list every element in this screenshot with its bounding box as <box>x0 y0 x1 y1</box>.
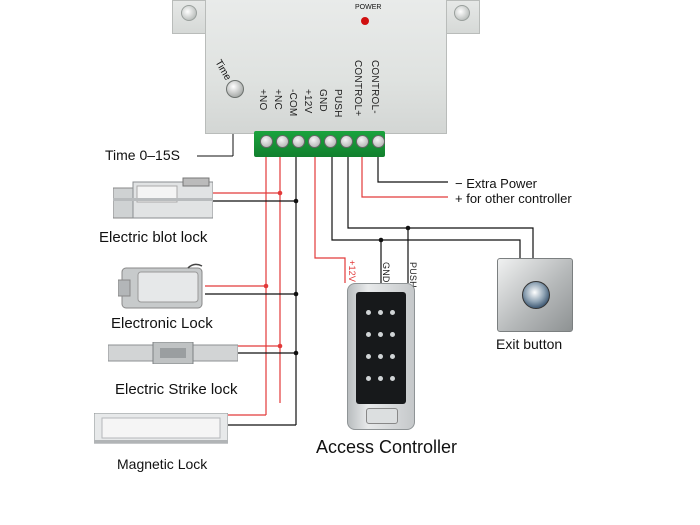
terminal-label: PUSH <box>332 89 343 118</box>
power-led <box>361 17 369 25</box>
junction-dot <box>293 291 299 297</box>
wire-label-12v: +12V <box>347 260 357 283</box>
wire-label-gnd: GND <box>381 262 391 283</box>
access-12v-wire <box>314 150 346 283</box>
electronic-lock-image <box>118 263 203 309</box>
keypad-key[interactable] <box>366 332 371 337</box>
electric-bolt-lock-image <box>113 177 213 219</box>
strike-lock-label: Electric Strike lock <box>115 381 238 398</box>
terminal-screw[interactable] <box>260 135 273 148</box>
terminal-label: CONTROL+ <box>352 60 363 117</box>
terminal-block <box>254 131 385 157</box>
junction-dot <box>293 198 299 204</box>
terminal-screw[interactable] <box>372 135 385 148</box>
mounting-hole <box>181 5 197 21</box>
terminal-screw[interactable] <box>276 135 289 148</box>
terminal-label: CONTROL- <box>369 60 380 114</box>
access-push-wire <box>347 150 409 283</box>
keypad-face <box>356 292 406 404</box>
controller-box <box>205 0 447 134</box>
electronic-lock-label: Electronic Lock <box>111 315 213 332</box>
time-range-label: Time 0–15S <box>105 147 180 163</box>
junction-dot <box>263 283 269 289</box>
terminal-label: +NO <box>257 89 268 111</box>
keypad-key[interactable] <box>378 376 383 381</box>
extra-power-negative-wire <box>377 150 448 183</box>
access-controller-label: Access Controller <box>316 437 458 457</box>
access-controller-keypad <box>347 283 415 430</box>
terminal-label: +NC <box>272 89 283 110</box>
terminal-screw[interactable] <box>324 135 337 148</box>
keypad-key[interactable] <box>366 376 371 381</box>
electric-strike-lock-image <box>108 342 238 364</box>
keypad-key[interactable] <box>390 310 395 315</box>
terminal-screw[interactable] <box>308 135 321 148</box>
extra-power-line1: − Extra Power <box>455 176 538 191</box>
bolt-lock-label: Electric blot lock <box>99 229 208 246</box>
exit-button-image <box>497 258 573 332</box>
magnetic-lock-image <box>94 413 228 444</box>
keypad-key[interactable] <box>378 354 383 359</box>
magnetic-lock-label: Magnetic Lock <box>117 456 208 472</box>
keypad-key[interactable] <box>378 332 383 337</box>
terminal-label: -COM <box>287 89 298 117</box>
extra-power-line2: + for other controller <box>455 191 572 206</box>
junction-dot <box>277 343 283 349</box>
exit-push-wire <box>408 227 534 258</box>
junction-dot <box>277 190 283 196</box>
access-gnd-wire <box>331 150 382 283</box>
keypad-key[interactable] <box>390 332 395 337</box>
exit-button-label: Exit button <box>496 336 563 352</box>
time-adjust-knob[interactable] <box>226 80 244 98</box>
keypad-key[interactable] <box>366 310 371 315</box>
terminal-screw[interactable] <box>292 135 305 148</box>
terminal-screw[interactable] <box>356 135 369 148</box>
terminal-screw[interactable] <box>340 135 353 148</box>
junction-dot <box>293 350 299 356</box>
keypad-card-reader <box>366 408 398 424</box>
keypad-key[interactable] <box>390 376 395 381</box>
terminal-label: +12V <box>302 89 313 114</box>
exit-gnd-wire <box>381 239 521 258</box>
keypad-key[interactable] <box>378 310 383 315</box>
mounting-hole <box>454 5 470 21</box>
keypad-key[interactable] <box>390 354 395 359</box>
exit-button-knob[interactable] <box>522 281 550 309</box>
power-label: POWER <box>355 4 382 11</box>
terminal-label: GND <box>317 89 328 112</box>
keypad-key[interactable] <box>366 354 371 359</box>
extra-power-positive-wire <box>361 150 448 198</box>
